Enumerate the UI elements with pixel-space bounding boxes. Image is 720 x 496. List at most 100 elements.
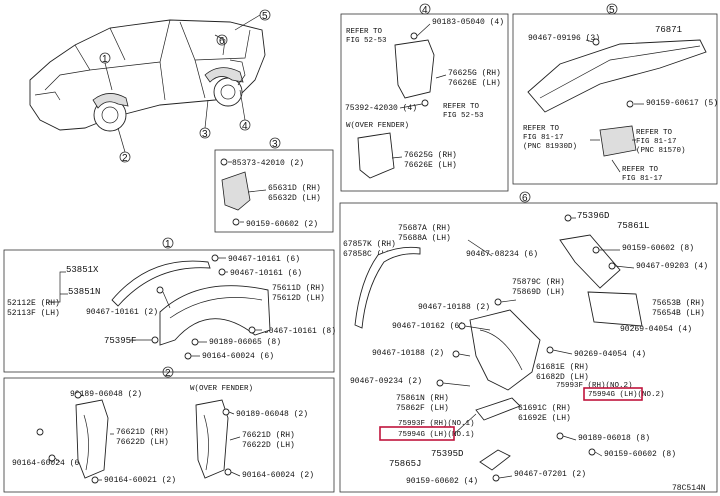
moulding-part bbox=[111, 260, 211, 307]
part-label: 61691C (RH) bbox=[518, 404, 571, 413]
part-label: 90467-10161 (2) bbox=[86, 308, 158, 317]
part-label: 75862F (LH) bbox=[396, 404, 449, 413]
part-label: 90467-09234 (2) bbox=[350, 377, 422, 386]
part-label: 52112E (RH) bbox=[7, 299, 60, 308]
mud-flap-part bbox=[469, 309, 541, 391]
mudguard-part bbox=[394, 39, 435, 99]
refer-text: FIG 81-17 bbox=[523, 134, 564, 142]
part-label: 90467-10162 (6) bbox=[392, 322, 464, 331]
spoiler-part bbox=[527, 39, 707, 113]
part-label: 65632D (LH) bbox=[268, 194, 321, 203]
bracket-part bbox=[559, 234, 621, 289]
variant-label: W(OVER FENDER) bbox=[346, 122, 409, 130]
part-label: 90189-06048 (2) bbox=[236, 410, 308, 419]
highlight-box-75994g-no1[interactable] bbox=[379, 426, 455, 441]
part-label: 65631D (RH) bbox=[268, 184, 321, 193]
part-label: 75861L bbox=[617, 221, 649, 231]
part-label: 75392-42030 (4) bbox=[345, 104, 417, 113]
refer-text: REFER TO bbox=[636, 129, 673, 137]
part-label: 75654B (LH) bbox=[652, 309, 705, 318]
part-label: 90269-04054 (4) bbox=[620, 325, 692, 334]
part-label: 90189-06018 (8) bbox=[578, 434, 650, 443]
section-1: 1 53851X 90467-10161 (6) 90467-10161 (6)… bbox=[3, 237, 336, 373]
part-label: 75396D bbox=[577, 211, 609, 221]
refer-text: REFER TO bbox=[523, 125, 560, 133]
part-label: 75611D (RH) bbox=[272, 284, 325, 293]
refer-text: (PNC 81930D) bbox=[523, 143, 577, 151]
vehicle-callouts: 1 2 3 4 5 6 bbox=[99, 9, 271, 164]
section-4: 4 REFER TO FIG 52-53 90183-05040 (4) 766… bbox=[340, 3, 509, 192]
part-label: 90164-60021 (2) bbox=[104, 476, 176, 485]
clip-part bbox=[479, 449, 511, 471]
part-label: 75612D (LH) bbox=[272, 294, 325, 303]
callout-5: 5 bbox=[262, 11, 268, 22]
section-2-callout: 2 bbox=[165, 368, 171, 379]
refer-text: REFER TO bbox=[346, 28, 383, 36]
refer-text: FIG 81-17 bbox=[622, 175, 663, 183]
part-label: 90467-10188 (2) bbox=[372, 349, 444, 358]
section-4-callout: 4 bbox=[422, 5, 428, 16]
part-label: 75395D bbox=[431, 449, 463, 459]
part-label: 90467-10161 (6) bbox=[230, 269, 302, 278]
part-label: 90159-60617 (5) bbox=[646, 99, 718, 108]
part-label: 76626E (LH) bbox=[404, 161, 457, 170]
part-label: 90189-06048 (2) bbox=[70, 390, 142, 399]
part-label: 90269-04054 (4) bbox=[574, 350, 646, 359]
part-label: 61692E (LH) bbox=[518, 414, 571, 423]
vehicle-illustration bbox=[29, 19, 266, 132]
part-label: 90164-60024 (2) bbox=[242, 471, 314, 480]
part-label: 76622D (LH) bbox=[242, 441, 295, 450]
refer-text: REFER TO bbox=[622, 166, 659, 174]
part-label: 90159-60602 (4) bbox=[406, 477, 478, 486]
part-label: 90467-10188 (2) bbox=[418, 303, 490, 312]
mudguard-part bbox=[357, 132, 395, 179]
part-label: 90159-60602 (2) bbox=[246, 220, 318, 229]
section-5-callout: 5 bbox=[609, 5, 615, 16]
section-3-callout: 3 bbox=[272, 139, 278, 150]
part-label: 75869D (LH) bbox=[512, 288, 565, 297]
variant-label: W(OVER FENDER) bbox=[190, 385, 253, 393]
part-label: 90164-60024 (6) bbox=[12, 459, 84, 468]
section-2: 2 90189-06048 (2) 76621D (RH) 76622D (LH… bbox=[3, 366, 335, 493]
section-3: 3 85373-42010 (2) 65631D (RH) 65632D (LH… bbox=[214, 137, 334, 233]
wheel-opening-moulding-part bbox=[159, 285, 271, 346]
part-label: 75687A (RH) bbox=[398, 224, 451, 233]
refer-text: FIG 81-17 bbox=[636, 138, 677, 146]
callout-3: 3 bbox=[202, 129, 208, 140]
part-label: 75994G (LH)(NO.1) bbox=[398, 431, 475, 439]
callout-6: 6 bbox=[219, 36, 225, 47]
diagram-code: 78C514N bbox=[672, 484, 706, 493]
part-label: 76622D (LH) bbox=[116, 438, 169, 447]
mudguard-part bbox=[75, 399, 109, 479]
refer-text: FIG 52-53 bbox=[346, 37, 387, 45]
part-label: 76626E (LH) bbox=[448, 79, 501, 88]
part-label: 90164-60024 (6) bbox=[202, 352, 274, 361]
part-label: 90467-07201 (2) bbox=[514, 470, 586, 479]
garnish-part bbox=[587, 291, 643, 327]
part-label: 75395F bbox=[104, 336, 136, 346]
part-label: 61682D (LH) bbox=[536, 373, 589, 382]
refer-text: REFER TO bbox=[443, 103, 480, 111]
part-label: 53851N bbox=[68, 287, 100, 297]
part-label: 76621D (RH) bbox=[116, 428, 169, 437]
part-label: 75879C (RH) bbox=[512, 278, 565, 287]
part-label: 75653B (RH) bbox=[652, 299, 705, 308]
part-label: 85373-42010 (2) bbox=[232, 159, 304, 168]
part-label: 67857K (RH) bbox=[343, 240, 396, 249]
highlight-box-75994g-no2[interactable] bbox=[583, 387, 643, 401]
section-5: 5 90467-09196 (3) 76871 90159-60617 (5) … bbox=[512, 3, 718, 185]
section-6-callout: 6 bbox=[522, 193, 528, 204]
mudguard-part bbox=[195, 399, 229, 479]
part-label: 90467-10161 (8) bbox=[264, 327, 336, 336]
mudguard-bracket-part bbox=[221, 171, 251, 211]
callout-2: 2 bbox=[122, 153, 128, 164]
part-label: 75861N (RH) bbox=[396, 394, 449, 403]
part-label: 76625G (RH) bbox=[448, 69, 501, 78]
part-label: 75865J bbox=[389, 459, 421, 469]
part-label: 90467-09196 (3) bbox=[528, 34, 600, 43]
part-label: 53851X bbox=[66, 265, 99, 275]
part-label: 90159-60602 (8) bbox=[604, 450, 676, 459]
part-label: 52113F (LH) bbox=[7, 309, 60, 318]
part-label: 75994G (LH)(NO.2) bbox=[588, 391, 665, 399]
